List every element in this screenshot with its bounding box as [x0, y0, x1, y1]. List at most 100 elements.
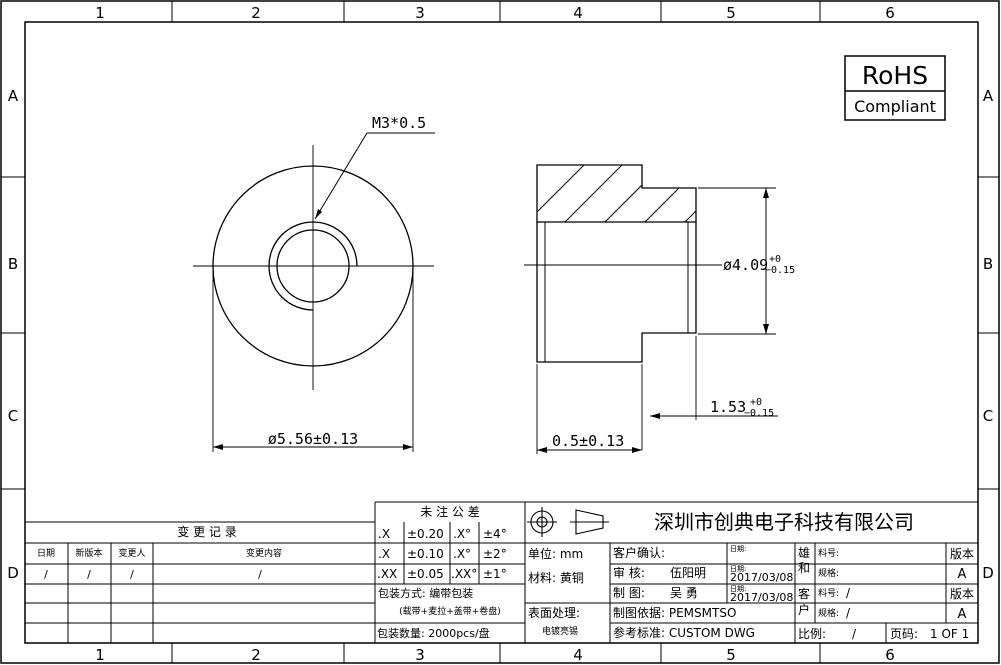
zone-col-5-top: 5 — [726, 4, 736, 22]
customer-confirm-label: 客户确认: — [613, 545, 665, 560]
tol-r3-c2: ±0.05 — [407, 567, 444, 581]
tol-r1-c3: .X° — [453, 527, 471, 541]
surface-value: 电镀亮锡 — [542, 625, 578, 637]
title-block-lines — [25, 501, 978, 643]
zone-row-a-right: A — [983, 87, 994, 105]
customer-spec-value: / — [846, 606, 851, 620]
tol-r3-c1: .XX — [377, 567, 397, 581]
draw-label: 制 图: — [613, 586, 645, 600]
drawing-basis: 制图依据: PEMSMTSO — [613, 605, 736, 620]
packing-qty: 包装数量: 2000pcs/盘 — [377, 626, 490, 640]
change-content-value: / — [258, 568, 262, 581]
length-lower-tol: −0.15 — [744, 408, 774, 419]
revision-value-1: A — [958, 567, 967, 582]
zone-row-a-left: A — [8, 87, 19, 105]
change-header-person: 变更人 — [118, 547, 145, 559]
thread-leader — [314, 132, 368, 220]
zone-col-6-bottom: 6 — [885, 646, 895, 664]
rohs-subtitle: Compliant — [854, 97, 936, 116]
surface-label: 表面处理: — [528, 606, 580, 620]
date-label-1: 日期: — [730, 545, 746, 553]
change-header-content: 变更内容 — [246, 547, 282, 559]
shank-dia-lower-tol: −0.15 — [765, 265, 795, 276]
page-label: 页码: — [890, 627, 918, 641]
customer-char-2: 户 — [798, 602, 810, 617]
thread-leader-arrow — [315, 209, 322, 219]
shank-dia-label: ø4.09 — [723, 256, 768, 274]
zone-row-c-right: C — [983, 407, 993, 425]
section-hatch — [537, 165, 696, 222]
tol-r1-c4: ±4° — [483, 527, 507, 541]
side-view: ø4.09 +0 −0.15 1.53 +0 −0.15 0.5±0.13 — [524, 164, 795, 454]
front-view: M3*0.5 ø5.56±0.13 — [193, 114, 435, 452]
company-name: 深圳市创典电子科技有限公司 — [654, 510, 914, 534]
zone-row-c-left: C — [8, 407, 18, 425]
zone-col-3-bottom: 3 — [415, 646, 425, 664]
customer-part-no-label: 料号: — [818, 587, 839, 599]
tolerance-title: 未 注 公 差 — [420, 504, 479, 519]
customer-char-1: 客 — [798, 586, 810, 601]
projection-symbol — [527, 507, 609, 537]
length-label: 1.53 — [710, 398, 746, 416]
scale-label: 比例: — [798, 627, 826, 641]
tol-r2-c3: .X° — [453, 547, 471, 561]
tol-r2-c1: .X — [378, 547, 390, 561]
tol-r2-c4: ±2° — [483, 547, 507, 561]
material-label: 材料: 黄铜 — [528, 570, 584, 585]
brand-spec-label: 规格: — [818, 567, 839, 579]
zone-row-b-left: B — [8, 255, 18, 273]
brand-char-2: 和 — [798, 561, 810, 575]
date-label-2: 日期: — [730, 565, 746, 573]
tol-r1-c1: .X — [378, 527, 390, 541]
drawer-name: 吴 勇 — [670, 586, 698, 600]
rohs-badge: RoHS Compliant — [844, 55, 946, 121]
page-value: 1 OF 1 — [930, 627, 969, 641]
tol-r2-c2: ±0.10 — [407, 547, 444, 561]
date-label-3: 日期: — [730, 585, 746, 593]
zone-col-4-top: 4 — [573, 4, 583, 22]
rohs-title: RoHS — [862, 61, 928, 90]
revision-value-2: A — [958, 607, 967, 622]
zone-col-2-top: 2 — [251, 4, 261, 22]
change-header-version: 新版本 — [75, 547, 102, 559]
zone-col-4-bottom: 4 — [573, 646, 583, 664]
body-outline — [536, 222, 697, 363]
change-record-title: 变 更 记 录 — [177, 524, 236, 539]
flange-thk-label: 0.5±0.13 — [552, 432, 624, 450]
flange-outline — [536, 164, 697, 223]
zone-row-d-left: D — [7, 564, 19, 582]
review-date: 2017/03/08 — [730, 571, 793, 584]
change-date-value: / — [44, 568, 48, 581]
brand-part-no-label: 料号: — [818, 547, 839, 559]
zone-col-6-top: 6 — [885, 4, 895, 22]
zone-col-5-bottom: 5 — [726, 646, 736, 664]
zone-col-3-top: 3 — [415, 4, 425, 22]
brand-char-1: 雄 — [798, 545, 810, 560]
tol-r1-c2: ±0.20 — [407, 527, 444, 541]
thread-label: M3*0.5 — [372, 114, 426, 132]
thread-arc — [268, 221, 358, 311]
outer-dia-label: ø5.56±0.13 — [268, 430, 358, 448]
packing-method: 包装方式: 编带包装 — [378, 586, 473, 600]
tol-r3-c4: ±1° — [483, 567, 507, 581]
customer-part-no-value: / — [846, 586, 851, 600]
review-label: 审 核: — [613, 565, 645, 580]
revision-label-2: 版本 — [950, 587, 974, 601]
reviewer-name: 伍阳明 — [670, 566, 706, 580]
zone-row-b-right: B — [983, 255, 993, 273]
zone-col-2-bottom: 2 — [251, 646, 261, 664]
shank-dia-upper-tol: +0 — [769, 254, 781, 265]
reference-standard: 参考标准: CUSTOM DWG — [613, 625, 755, 640]
change-version-value: / — [87, 568, 91, 581]
packing-note: (载带+麦拉+盖带+卷盘) — [399, 605, 501, 617]
zone-col-1-top: 1 — [95, 4, 105, 22]
change-header-date: 日期 — [37, 548, 55, 559]
customer-spec-label: 规格: — [818, 607, 839, 619]
change-person-value: / — [130, 568, 134, 581]
length-upper-tol: +0 — [750, 397, 762, 408]
unit-label: 单位: mm — [528, 546, 583, 561]
draw-date: 2017/03/08 — [730, 591, 793, 604]
tol-r3-c3: .XX° — [451, 567, 477, 581]
